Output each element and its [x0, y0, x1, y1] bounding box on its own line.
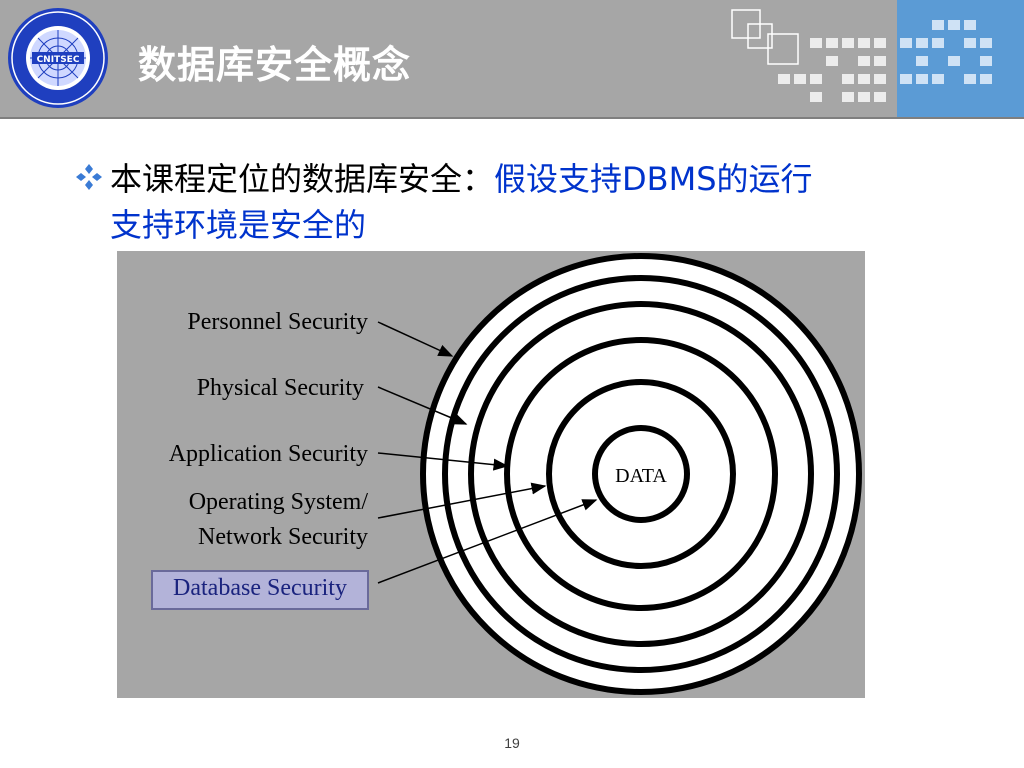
arrow-application: [377, 452, 509, 471]
data-center-label: DATA: [615, 465, 667, 487]
bullet-blue-text-line2: 支持环境是安全的: [110, 206, 367, 244]
label-database-security: Database Security: [173, 575, 347, 601]
bullet-text: 本课程定位的数据库安全：假设支持DBMS的运行 支持环境是安全的: [110, 156, 960, 248]
label-personnel-security: Personnel Security: [187, 309, 368, 335]
cnitsec-logo: CNITSEC: [8, 8, 108, 108]
diamond-bullet-icon: [76, 164, 102, 190]
page-number: 19: [504, 735, 520, 751]
arrow-database: [377, 499, 598, 584]
header-divider: [0, 117, 1024, 119]
bullet-black-text: 本课程定位的数据库安全：: [110, 160, 495, 198]
arrow-physical: [377, 386, 468, 425]
bullet-blue-text-line1: 假设支持DBMS的运行: [494, 160, 813, 198]
label-physical-security: Physical Security: [196, 375, 364, 401]
logo-text: CNITSEC: [37, 55, 80, 65]
ring-data: [592, 425, 690, 523]
database-security-box: [151, 570, 369, 610]
label-os-security-line1: Operating System/: [188, 489, 368, 515]
label-application-security: Application Security: [168, 441, 368, 467]
page-title: 数据库安全概念: [138, 43, 412, 87]
decorative-squares: [731, 9, 992, 102]
arrow-os: [377, 482, 547, 519]
label-os-security-line2: Network Security: [198, 524, 368, 550]
arrow-personnel: [377, 321, 454, 357]
